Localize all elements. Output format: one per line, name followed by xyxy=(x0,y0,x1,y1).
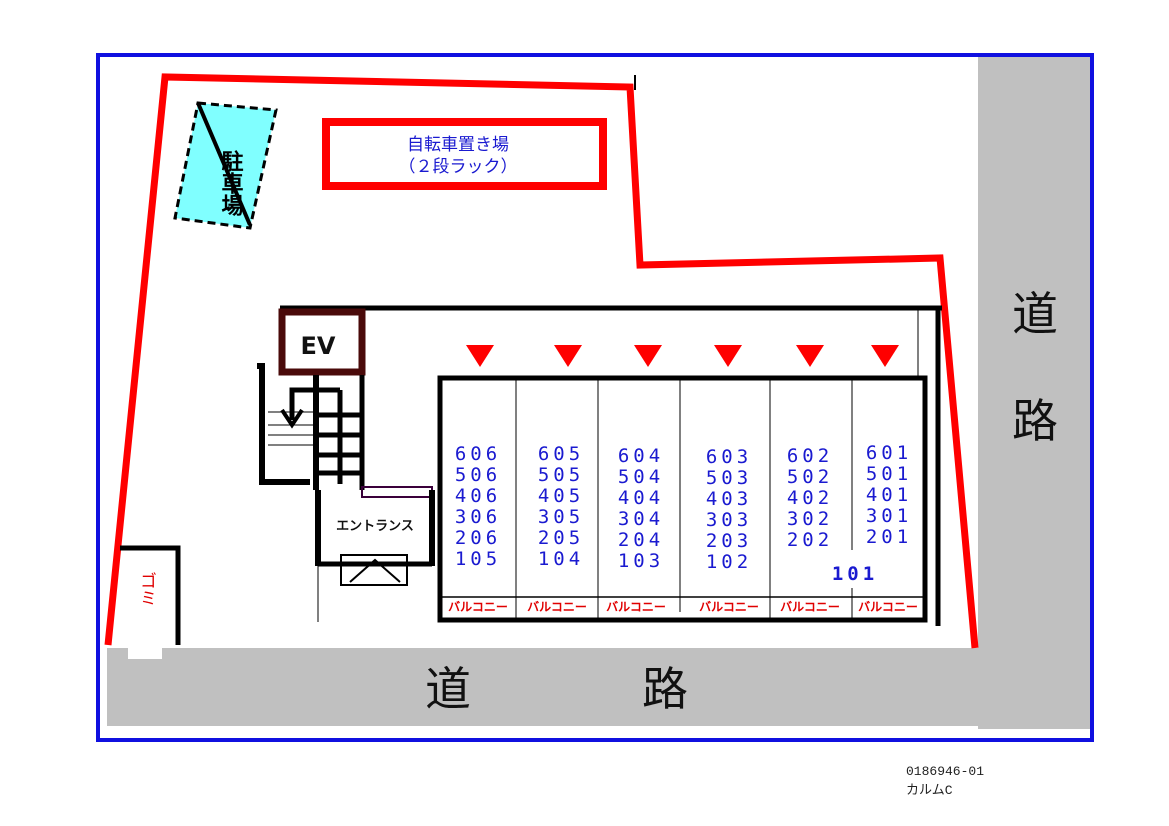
building xyxy=(280,305,942,626)
balcony-label: バルコニー xyxy=(699,600,759,614)
room-number: 205 xyxy=(538,527,584,549)
unit-columns: 606506406306206105バルコニー60550540530520510… xyxy=(448,442,918,614)
room-number: 306 xyxy=(455,506,501,528)
staircase xyxy=(257,363,365,490)
balcony-label: バルコニー xyxy=(606,600,666,614)
room-number: 501 xyxy=(866,463,912,485)
balcony-label: バルコニー xyxy=(858,600,918,614)
room-number: 202 xyxy=(787,529,833,551)
room-number: 305 xyxy=(538,506,584,528)
room-number: 602 xyxy=(787,445,833,467)
room-number: 402 xyxy=(787,487,833,509)
room-number: 503 xyxy=(706,467,752,489)
lot-border xyxy=(96,53,1094,742)
balcony-label: バルコニー xyxy=(448,600,508,614)
footer-code: 0186946-01 xyxy=(906,764,985,779)
garbage-area: ゴミ xyxy=(120,545,181,645)
parking-label: 駐車場 xyxy=(218,149,244,217)
room-number: 401 xyxy=(866,484,912,506)
entry-marker-triangle xyxy=(634,345,662,367)
room-number: 601 xyxy=(866,442,912,464)
entry-marker-triangle xyxy=(466,345,494,367)
room-number: 406 xyxy=(455,485,501,507)
room-number: 606 xyxy=(455,443,501,465)
bicycle-parking: 自転車置き場 （２段ラック） xyxy=(322,118,607,190)
room-number: 204 xyxy=(618,529,664,551)
room-number: 105 xyxy=(455,548,501,570)
entry-marker-triangle xyxy=(871,345,899,367)
units-block xyxy=(437,375,928,623)
room-number: 104 xyxy=(538,548,584,570)
room-number: 206 xyxy=(455,527,501,549)
balcony-label: バルコニー xyxy=(527,600,587,614)
road-right-label-2: 路 xyxy=(1012,394,1058,448)
room-number: 604 xyxy=(618,445,664,467)
elevator: EV xyxy=(278,308,366,376)
road-right xyxy=(978,57,1092,729)
room-number: 301 xyxy=(866,505,912,527)
entry-marker-triangle xyxy=(714,345,742,367)
room-number: 502 xyxy=(787,466,833,488)
room-number: 505 xyxy=(538,464,584,486)
room-number: 304 xyxy=(618,508,664,530)
room-number: 605 xyxy=(538,443,584,465)
road-right-label-1: 道 xyxy=(1012,287,1058,341)
road-bottom-label-2: 路 xyxy=(642,662,688,716)
room-number: 302 xyxy=(787,508,833,530)
room-number: 102 xyxy=(706,551,752,573)
room-number: 504 xyxy=(618,466,664,488)
bicycle-label-line2: （２段ラック） xyxy=(399,157,518,177)
room-number: 405 xyxy=(538,485,584,507)
room-number: 303 xyxy=(706,509,752,531)
room-number: 203 xyxy=(706,530,752,552)
room-number: 201 xyxy=(866,526,912,548)
garbage-label: ゴミ xyxy=(136,572,156,606)
ev-label: EV xyxy=(301,332,336,360)
road-bottom xyxy=(107,648,1092,726)
room-number: 404 xyxy=(618,487,664,509)
room-number: 403 xyxy=(706,488,752,510)
parking-area: 駐車場 xyxy=(173,101,278,230)
room-101: 101 xyxy=(832,563,878,585)
entrance-label: エントランス xyxy=(336,519,414,534)
bicycle-label-line1: 自転車置き場 xyxy=(407,135,509,155)
site-outline xyxy=(104,73,979,649)
entry-marker-triangle xyxy=(796,345,824,367)
entrance: エントランス xyxy=(315,486,435,622)
room-number: 506 xyxy=(455,464,501,486)
room-number: 603 xyxy=(706,446,752,468)
entry-marker-triangle xyxy=(554,345,582,367)
room-number: 103 xyxy=(618,550,664,572)
balcony-label: バルコニー xyxy=(780,600,840,614)
footer-name: カルムC xyxy=(906,783,953,798)
road-bottom-label-1: 道 xyxy=(425,662,471,716)
garbage-notch xyxy=(128,645,162,659)
entry-markers xyxy=(466,345,899,367)
